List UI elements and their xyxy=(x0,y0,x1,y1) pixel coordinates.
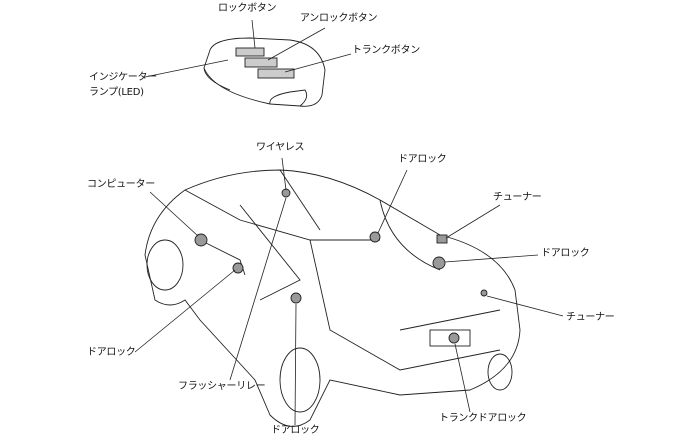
indicator-lamp-label-line2: ランプ(LED) xyxy=(89,87,144,98)
lock-button-label: ロックボタン xyxy=(218,3,277,14)
computer-label: コンピューター xyxy=(87,179,155,190)
key-fob-illustration xyxy=(203,37,326,107)
trunk-button-label: トランクボタン xyxy=(352,45,420,56)
wireless-label: ワイヤレス xyxy=(256,142,305,153)
indicator-lamp-label-line1: インジケーター xyxy=(89,72,157,83)
door-lock-front-left-label: ドアロック xyxy=(87,347,136,358)
tuner-lower-label: チューナー xyxy=(566,312,615,323)
door-lock-rear-right-label: ドアロック xyxy=(398,154,447,165)
leader-lines xyxy=(134,19,564,426)
flasher-relay-label: フラッシャーリレー xyxy=(178,381,266,392)
door-lock-rear-label: ドアロック xyxy=(541,248,590,259)
trunk-door-lock-label: トランクドアロック xyxy=(439,413,527,424)
components xyxy=(194,188,488,344)
car-illustration xyxy=(144,169,521,427)
unlock-button-label: アンロックボタン xyxy=(300,13,378,24)
door-lock-rear-left-label: ドアロック xyxy=(271,425,320,436)
tuner-upper-label: チューナー xyxy=(493,192,542,203)
